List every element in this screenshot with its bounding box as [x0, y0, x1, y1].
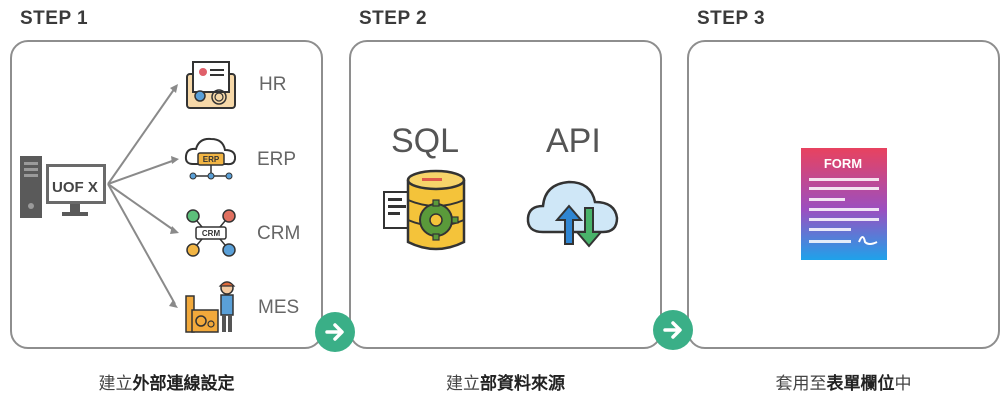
step-3-caption: 套用至表單欄位中: [687, 369, 1000, 394]
step-3-panel: FORM: [687, 40, 1000, 349]
step-2-title: STEP 2: [359, 8, 428, 29]
step-3-caption-plain-before: 套用至: [775, 374, 827, 394]
step-3-caption-bold: 表單欄位: [826, 374, 895, 394]
step-3-caption-plain-after: 中: [894, 374, 912, 394]
step-1-caption-plain: 建立: [98, 374, 133, 394]
source-label-api: API: [546, 122, 601, 160]
form-document-icon: FORM: [801, 148, 887, 260]
system-label-hr: HR: [259, 74, 287, 95]
connector-lines: [107, 84, 179, 308]
erp-cloud-icon: ERP: [184, 137, 237, 180]
system-label-mes: MES: [258, 297, 300, 318]
arrow-right-icon: [325, 323, 344, 341]
computer-icon: [20, 156, 106, 218]
system-label-erp: ERP: [257, 149, 297, 170]
hr-folder-icon: [186, 61, 236, 109]
next-step-button-1[interactable]: [315, 312, 355, 352]
source-label-sql: SQL: [391, 122, 460, 160]
next-step-button-2[interactable]: [653, 310, 693, 350]
step-2-caption-bold: 部資料來源: [480, 374, 565, 394]
step-1-caption: 建立外部連線設定: [10, 369, 323, 394]
step-1-title: STEP 1: [20, 8, 89, 29]
step-1-caption-bold: 外部連線設定: [132, 374, 235, 394]
mes-worker-icon: [185, 281, 236, 333]
step-2-caption: 建立部資料來源: [349, 369, 662, 394]
svg-text:CRM: CRM: [202, 229, 221, 238]
database-gear-icon: [383, 169, 466, 251]
svg-text:ERP: ERP: [203, 155, 220, 164]
step-2-panel: SQL API: [349, 40, 662, 349]
crm-network-icon: CRM: [186, 209, 236, 257]
arrow-right-icon: [663, 321, 682, 339]
form-label: FORM: [824, 156, 862, 171]
uof-x-label: UOF X: [52, 179, 98, 196]
step-3-title: STEP 3: [697, 8, 766, 29]
cloud-transfer-icon: [526, 180, 619, 248]
system-label-crm: CRM: [257, 223, 301, 244]
step-1-panel: UOF X HR ERP ERP CRM CRM: [10, 40, 323, 349]
step-2-caption-plain: 建立: [446, 374, 480, 394]
